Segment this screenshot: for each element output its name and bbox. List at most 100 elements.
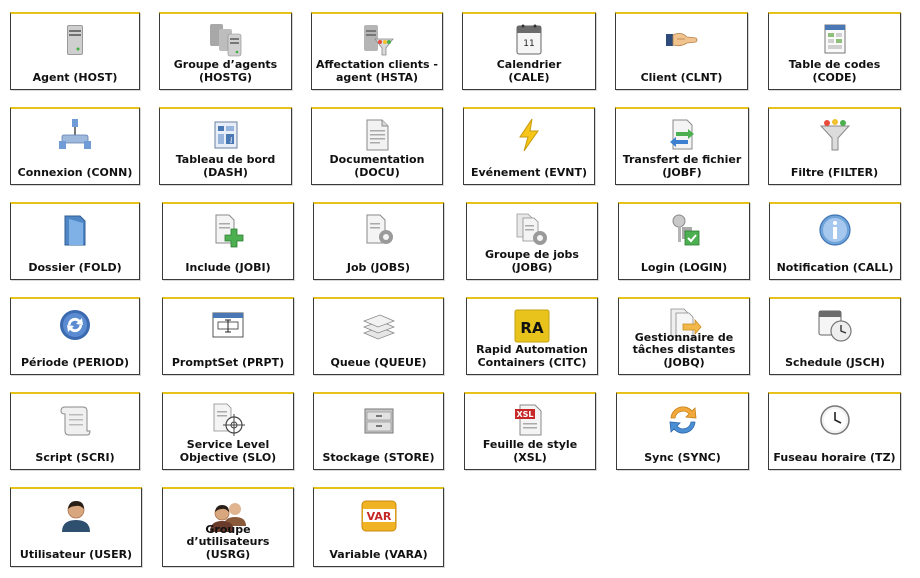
tile-jobi[interactable]: Include (JOBI) [162, 202, 294, 280]
tile-fold[interactable]: Dossier (FOLD) [10, 202, 140, 280]
document-icon [358, 116, 396, 154]
xsl-badge-text: XSL [516, 410, 533, 419]
ra-badge-text: RA [520, 319, 544, 337]
calendar-day: 11 [523, 39, 534, 49]
tile-label: Période (PERIOD) [20, 355, 130, 369]
lightning-icon [510, 116, 548, 154]
tile-label: Filtre (FILTER) [790, 165, 879, 179]
tile-label: Documentation (DOCU) [329, 153, 425, 179]
stacked-layers-icon [360, 306, 398, 344]
tile-label: Groupe d’utilisateurs (USRG) [186, 522, 270, 561]
calendar-icon: 11 [510, 21, 548, 59]
tile-label: Gestionnaire de tâches distantes (JOBQ) [632, 330, 736, 369]
folder-icon [56, 211, 94, 249]
tile-cale[interactable]: 11 Calendrier (CALE) [462, 12, 596, 90]
job-gear-icon [360, 211, 398, 249]
tile-citc[interactable]: RA Rapid Automation Containers (CITC) [466, 297, 598, 375]
tile-label: Queue (QUEUE) [330, 355, 427, 369]
tile-period[interactable]: Période (PERIOD) [10, 297, 140, 375]
scroll-icon [56, 401, 94, 439]
tile-login[interactable]: Login (LOGIN) [618, 202, 750, 280]
tile-hsta[interactable]: Affectation clients - agent (HSTA) [311, 12, 443, 90]
prompt-window-icon [209, 306, 247, 344]
tile-label: Groupe de jobs (JOBG) [485, 248, 579, 274]
var-badge-icon: VAR [360, 496, 398, 534]
tile-label: Script (SCRI) [35, 450, 115, 464]
tile-label: Groupe d’agents (HOSTG) [173, 58, 278, 84]
tile-label: Affectation clients - agent (HSTA) [316, 58, 438, 84]
tile-label: Job (JOBS) [346, 260, 411, 274]
tile-label: Include (JOBI) [185, 260, 271, 274]
tile-sync[interactable]: Sync (SYNC) [616, 392, 749, 470]
tile-label: Sync (SYNC) [644, 450, 721, 464]
tile-label: Calendrier (CALE) [496, 58, 562, 84]
tile-vara[interactable]: VAR Variable (VARA) [313, 487, 444, 567]
tile-scri[interactable]: Script (SCRI) [10, 392, 140, 470]
tile-label: Evénement (EVNT) [470, 165, 588, 179]
tile-conn[interactable]: Connexion (CONN) [10, 107, 140, 185]
target-document-icon [209, 401, 247, 439]
tile-jobs[interactable]: Job (JOBS) [313, 202, 444, 280]
tile-user[interactable]: Utilisateur (USER) [10, 487, 142, 567]
svg-text:i: i [230, 136, 233, 145]
tile-label: Feuille de style (XSL) [482, 438, 578, 464]
tile-usrg[interactable]: Groupe d’utilisateurs (USRG) [162, 487, 294, 567]
sync-icon [664, 401, 702, 439]
tile-dash[interactable]: i Tableau de bord (DASH) [159, 107, 292, 185]
tile-host[interactable]: Agent (HOST) [10, 12, 140, 90]
tile-docu[interactable]: Documentation (DOCU) [311, 107, 443, 185]
tile-label: Tableau de bord (DASH) [175, 153, 276, 179]
network-connection-icon [56, 116, 94, 154]
tile-label: Fuseau horaire (TZ) [773, 450, 896, 464]
schedule-clock-icon [816, 306, 854, 344]
tile-clnt[interactable]: Client (CLNT) [615, 12, 748, 90]
tile-jobg[interactable]: Groupe de jobs (JOBG) [466, 202, 598, 280]
tile-slo[interactable]: Service Level Objective (SLO) [162, 392, 294, 470]
tile-evnt[interactable]: Evénement (EVNT) [463, 107, 595, 185]
tile-label: Table de codes (CODE) [788, 58, 881, 84]
tile-label: Utilisateur (USER) [19, 547, 133, 561]
dashboard-icon: i [207, 116, 245, 154]
tile-jobq[interactable]: Gestionnaire de tâches distantes (JOBQ) [618, 297, 750, 375]
tile-label: Login (LOGIN) [640, 260, 728, 274]
tile-xsl[interactable]: XSL Feuille de style (XSL) [464, 392, 596, 470]
key-check-icon [665, 211, 703, 249]
tile-label: Transfert de fichier (JOBF) [622, 153, 742, 179]
xsl-document-icon: XSL [511, 401, 549, 439]
cycle-icon [56, 306, 94, 344]
info-icon [816, 211, 854, 249]
server-group-icon [207, 21, 245, 59]
tile-prpt[interactable]: PromptSet (PRPT) [162, 297, 294, 375]
tile-store[interactable]: Stockage (STORE) [313, 392, 444, 470]
tile-call[interactable]: Notification (CALL) [769, 202, 901, 280]
storage-drawer-icon [360, 401, 398, 439]
tile-hostg[interactable]: Groupe d’agents (HOSTG) [159, 12, 292, 90]
tile-queue[interactable]: Queue (QUEUE) [313, 297, 444, 375]
tile-label: Rapid Automation Containers (CITC) [476, 343, 588, 369]
code-table-icon [816, 21, 854, 59]
tile-label: Variable (VARA) [329, 547, 428, 561]
tile-jobf[interactable]: Transfert de fichier (JOBF) [615, 107, 749, 185]
tile-filter[interactable]: Filtre (FILTER) [768, 107, 901, 185]
server-filter-icon [358, 21, 396, 59]
tile-jsch[interactable]: Schedule (JSCH) [769, 297, 901, 375]
tile-label: Agent (HOST) [32, 70, 118, 84]
user-icon [57, 496, 95, 534]
tile-label: Stockage (STORE) [322, 450, 435, 464]
tile-label: Client (CLNT) [640, 70, 723, 84]
tile-tz[interactable]: Fuseau horaire (TZ) [768, 392, 901, 470]
tile-label: Connexion (CONN) [17, 165, 133, 179]
file-transfer-icon [663, 116, 701, 154]
funnel-icon [816, 116, 854, 154]
job-group-icon [513, 211, 551, 249]
clock-icon [816, 401, 854, 439]
remote-task-icon [665, 306, 703, 344]
handshake-icon [663, 21, 701, 59]
user-group-icon [209, 496, 247, 534]
tile-code[interactable]: Table de codes (CODE) [768, 12, 901, 90]
tile-label: Notification (CALL) [776, 260, 894, 274]
server-icon [56, 21, 94, 59]
tile-label: Dossier (FOLD) [28, 260, 122, 274]
tile-label: Service Level Objective (SLO) [179, 438, 277, 464]
include-plus-icon [209, 211, 247, 249]
